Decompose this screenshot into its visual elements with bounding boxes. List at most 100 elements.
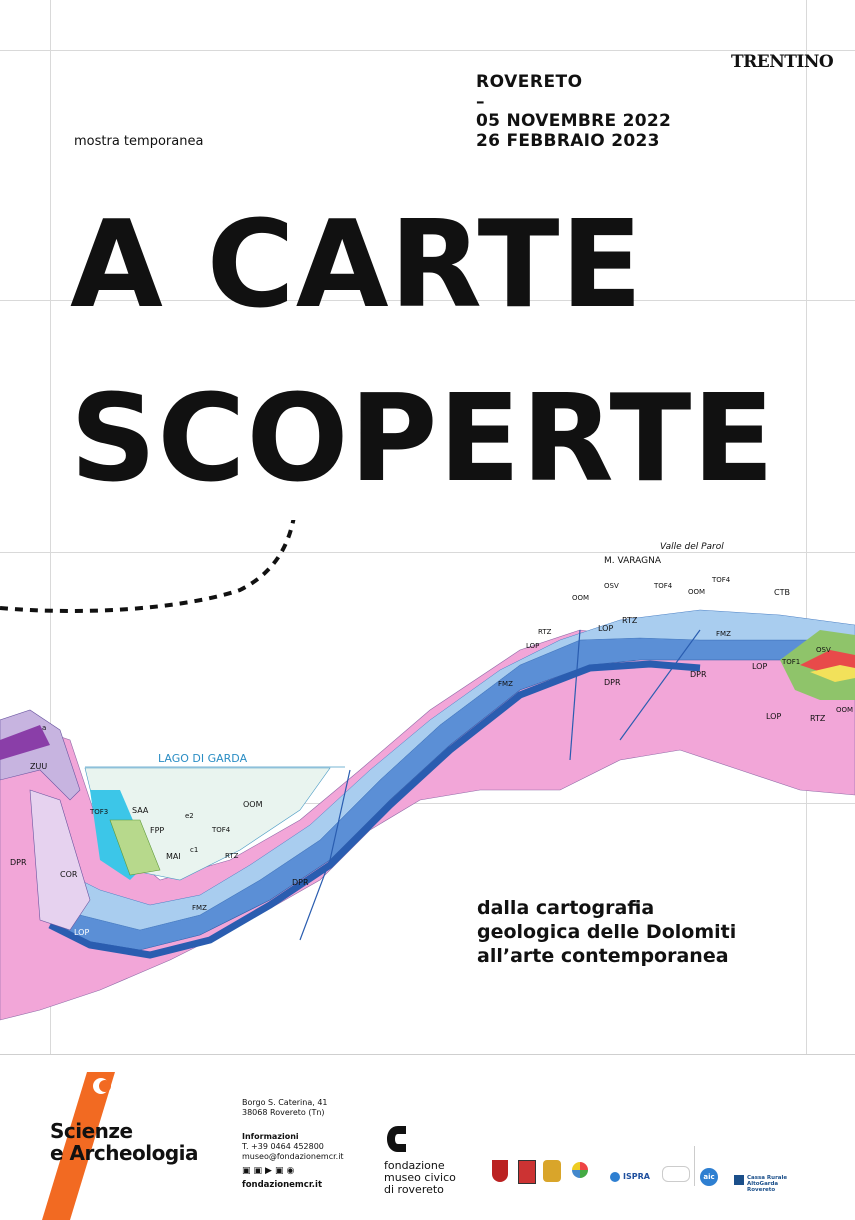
unit-label: e2 (185, 812, 194, 820)
unit-green (109, 819, 161, 876)
unit-label: TOF3 (90, 808, 109, 816)
date-dash: – (476, 92, 485, 112)
exhibition-tagline: mostra temporanea (74, 134, 204, 149)
facebook-icon[interactable]: ▣ (242, 1166, 254, 1176)
lake-label: LAGO DI GARDA (158, 752, 248, 765)
unit-label: TOF4 (712, 576, 731, 584)
coat-of-arms-2 (518, 1160, 536, 1184)
coat-of-arms-3 (543, 1160, 561, 1182)
unit-label: OSV (816, 646, 831, 654)
geological-section-illustration (0, 520, 855, 1021)
unit-label: FMZ (716, 630, 731, 638)
coat-of-arms-1 (492, 1160, 508, 1182)
unit-label: ZUU (30, 762, 48, 771)
grid-line-h2 (0, 300, 855, 301)
unit-cor (29, 789, 91, 931)
orange-slash-logo (42, 1072, 115, 1220)
unit-label: a (42, 724, 47, 732)
grid-line-v2 (806, 0, 807, 1054)
address-line1: Borgo S. Caterina, 41 (242, 1098, 328, 1107)
museum-line1: fondazione (384, 1159, 445, 1172)
unit-label: DPR (10, 858, 27, 867)
grid-line-h1 (0, 50, 855, 51)
linkedin-icon[interactable]: ▣ (274, 1166, 287, 1176)
social-icons: ▣▣▶▣◉ (242, 1166, 297, 1176)
museum-line3: di rovereto (384, 1183, 444, 1196)
footer-divider (0, 1054, 855, 1055)
unit-label: RTZ (225, 852, 239, 860)
address-line2: 38068 Rovereto (Tn) (242, 1108, 325, 1117)
contact-info: Informazioni T. +39 0464 452800 museo@fo… (242, 1132, 344, 1162)
unit-label: DPR (292, 878, 309, 887)
dotted-route (0, 520, 296, 613)
unit-label: TOF4 (654, 582, 673, 590)
instagram-icon[interactable]: ▣ (253, 1166, 266, 1176)
website-link[interactable]: fondazionemcr.it (242, 1180, 323, 1190)
unit-lop-band (48, 660, 701, 959)
unit-fold-yellow (810, 665, 855, 682)
unit-label: LOP (526, 642, 540, 650)
unit-label: FPP (150, 826, 165, 835)
brand-line2: e Archeologia (50, 1141, 199, 1165)
grid-line-v1 (50, 0, 51, 1054)
museum-address: Borgo S. Caterina, 41 38068 Rovereto (Tn… (242, 1098, 328, 1118)
partner-bank: Cassa Rurale AltoGarda Rovereto (747, 1175, 788, 1193)
event-city: ROVERETO (476, 72, 583, 92)
email-link[interactable]: museo@fondazionemcr.it (242, 1152, 344, 1161)
flickr-icon[interactable]: ◉ (286, 1166, 298, 1176)
partner-aic: aic (703, 1173, 715, 1181)
museum-line2: museo civico (384, 1171, 456, 1184)
unit-label: OOM (836, 706, 854, 714)
phone-number: T. +39 0464 452800 (242, 1142, 324, 1151)
unit-label: CTB (774, 588, 790, 597)
unit-purple-dark (0, 725, 50, 760)
grid-line-h3 (0, 552, 855, 553)
partner-divider (694, 1146, 695, 1186)
unit-label: FMZ (192, 904, 207, 912)
unit-label: LOP (752, 662, 768, 671)
unit-label: FMZ (498, 680, 513, 688)
brand-line1: Scienze (50, 1119, 133, 1143)
unit-label: DPR (690, 670, 707, 679)
subtitle-line3: all’arte contemporanea (477, 945, 729, 967)
subtitle-line1: dalla cartografia (477, 897, 655, 919)
bank-icon (734, 1175, 744, 1185)
unit-label: COR (60, 870, 78, 879)
fault-line-3 (619, 629, 701, 741)
unit-label: LOP (766, 712, 782, 721)
grid-line-h4 (0, 803, 855, 804)
exhibition-subtitle: dalla cartografia geologica delle Dolomi… (477, 896, 736, 968)
unit-label: c1 (190, 846, 199, 854)
info-heading: Informazioni (242, 1132, 299, 1141)
partner-logo-light (662, 1166, 690, 1182)
unit-label: OOM (243, 800, 263, 809)
fault-line-1 (299, 769, 351, 941)
museum-name: fondazione museo civico di rovereto (384, 1160, 456, 1196)
ispra-icon (610, 1172, 620, 1182)
date-end: 26 FEBBRAIO 2023 (476, 131, 660, 151)
mountain-label: M. VARAGNA (604, 556, 661, 566)
youtube-icon[interactable]: ▶ (265, 1166, 275, 1176)
unit-label: MAI (166, 852, 181, 861)
date-start: 05 NOVEMBRE 2022 (476, 111, 672, 131)
unit-label: DPR (604, 678, 621, 687)
partner-ispra: ISPRA (623, 1172, 650, 1181)
unit-label: RTZ (810, 714, 826, 723)
fault-line-2 (569, 629, 581, 761)
unit-label: SAA (132, 806, 149, 815)
unit-label: LOP (598, 624, 614, 633)
subtitle-line2: geologica delle Dolomiti (477, 921, 737, 943)
museum-c-logo (387, 1126, 406, 1152)
trentino-logo: TRENTINO (731, 52, 834, 72)
unit-label: OOM (572, 594, 590, 602)
unit-label: TOF1 (782, 658, 801, 666)
exhibition-title-line2: SCOPERTE (70, 370, 776, 509)
unit-label: OOM (688, 588, 706, 596)
partner-logo-colorful (572, 1162, 588, 1178)
exhibition-title-line1: A CARTE (70, 196, 644, 335)
valley-label: Valle del Parol (660, 542, 724, 552)
unit-label: RTZ (538, 628, 552, 636)
brand-name: Scienze e Archeologia (50, 1119, 199, 1165)
unit-label: RTZ (622, 616, 638, 625)
unit-label: TOF4 (212, 826, 231, 834)
